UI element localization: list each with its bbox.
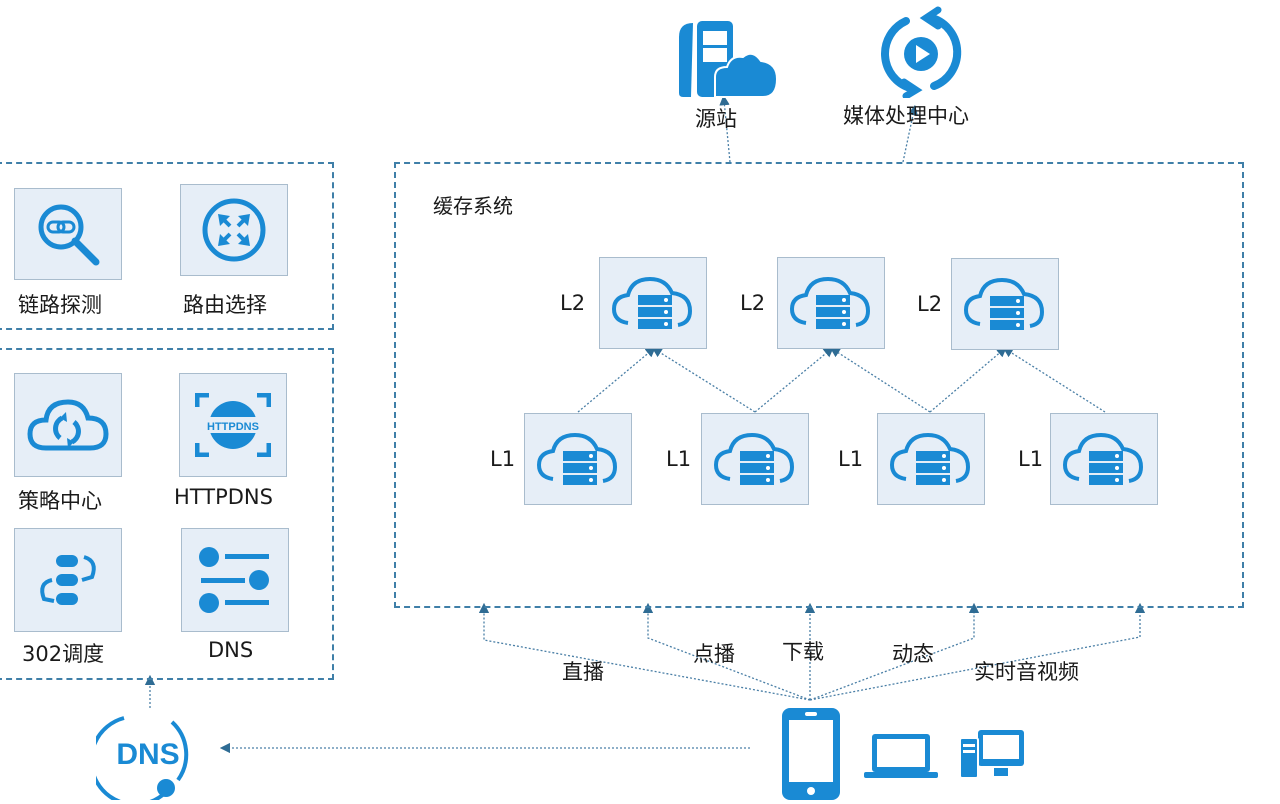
cache-node-l1[interactable] bbox=[524, 413, 632, 505]
service-live: 直播 bbox=[562, 660, 604, 684]
origin-label: 源站 bbox=[695, 107, 737, 131]
scheduling-panel bbox=[0, 348, 334, 680]
cache-system-box bbox=[394, 162, 1244, 608]
cache-node-l1[interactable] bbox=[877, 413, 985, 505]
cache-node-l2[interactable] bbox=[951, 258, 1059, 350]
level-label: L2 bbox=[560, 291, 586, 315]
cache-node-l2[interactable] bbox=[777, 257, 885, 349]
link-rtc bbox=[809, 602, 1146, 701]
policy-cloud-icon bbox=[27, 399, 109, 451]
link-cache-media bbox=[902, 104, 919, 163]
httpdns-icon: HTTPDNS bbox=[195, 393, 271, 457]
link-live bbox=[478, 602, 811, 701]
probe-route-panel bbox=[0, 162, 334, 330]
cloud-server-icon bbox=[889, 432, 971, 485]
dns-label: DNS bbox=[208, 638, 254, 662]
policy-center-tile[interactable] bbox=[14, 373, 122, 477]
cache-node-l1[interactable] bbox=[1050, 413, 1158, 505]
link-l1d-l2c bbox=[1002, 347, 1106, 413]
service-dynamic: 动态 bbox=[892, 642, 934, 666]
cloud-server-icon bbox=[713, 432, 795, 485]
cloud-server-icon bbox=[1062, 432, 1144, 485]
service-rtc: 实时音视频 bbox=[974, 660, 1079, 684]
level-label: L1 bbox=[838, 447, 864, 471]
link-probe-label: 链路探测 bbox=[18, 293, 102, 317]
media-label: 媒体处理中心 bbox=[843, 104, 969, 128]
cache-system-title: 缓存系统 bbox=[433, 194, 513, 218]
dns-badge-icon: DNS bbox=[89, 708, 200, 804]
level-label: L1 bbox=[490, 447, 516, 471]
service-download: 下载 bbox=[782, 640, 824, 664]
link-l1c-l2b bbox=[829, 347, 931, 413]
phone-icon bbox=[780, 706, 842, 800]
redirect-schedule-icon bbox=[40, 555, 96, 605]
link-l1b-l2b bbox=[754, 346, 835, 413]
level-label: L1 bbox=[1018, 447, 1044, 471]
cloud-server-icon bbox=[536, 432, 618, 485]
route-select-tile[interactable] bbox=[180, 184, 288, 276]
redirect-schedule-tile[interactable] bbox=[14, 528, 122, 632]
link-probe-icon bbox=[38, 204, 100, 266]
cloud-server-icon bbox=[611, 276, 693, 329]
desktop-icon bbox=[958, 728, 1028, 780]
cache-node-l1[interactable] bbox=[701, 413, 809, 505]
cloud-server-icon bbox=[789, 276, 871, 329]
httpdns-icon-text: HTTPDNS bbox=[207, 421, 259, 433]
httpdns-label: HTTPDNS bbox=[174, 485, 273, 509]
redirect-schedule-label: 302调度 bbox=[22, 642, 105, 666]
route-select-icon bbox=[202, 198, 266, 262]
link-vod bbox=[642, 602, 811, 701]
level-label: L2 bbox=[917, 292, 943, 316]
link-probe-tile[interactable] bbox=[14, 188, 122, 280]
route-select-label: 路由选择 bbox=[183, 293, 267, 317]
media-processing-icon bbox=[876, 6, 966, 100]
dns-list-icon bbox=[199, 547, 269, 613]
level-label: L2 bbox=[740, 291, 766, 315]
link-l1b-l2a bbox=[651, 347, 756, 413]
service-vod: 点播 bbox=[693, 642, 735, 666]
laptop-icon bbox=[862, 730, 940, 780]
httpdns-tile[interactable]: HTTPDNS bbox=[179, 373, 287, 477]
dns-badge-text: DNS bbox=[116, 738, 179, 771]
cache-node-l2[interactable] bbox=[599, 257, 707, 349]
dns-tile[interactable] bbox=[181, 528, 289, 632]
cloud-server-icon bbox=[963, 277, 1045, 330]
policy-center-label: 策略中心 bbox=[18, 489, 102, 513]
link-l1a-l2a bbox=[577, 346, 656, 413]
origin-server-cloud-icon bbox=[675, 15, 780, 100]
level-label: L1 bbox=[666, 447, 692, 471]
